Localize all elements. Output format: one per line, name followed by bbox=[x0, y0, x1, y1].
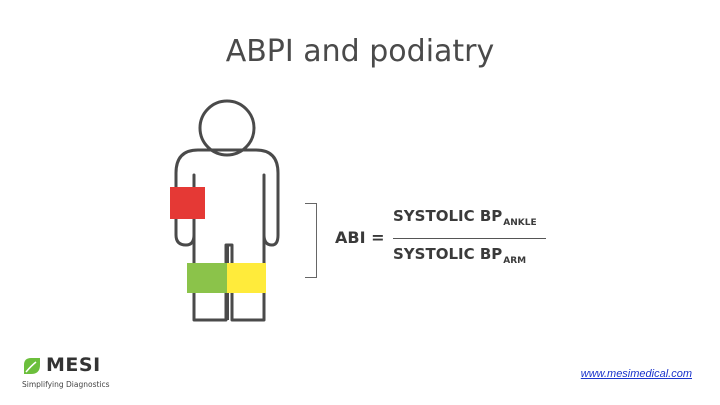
formula-numerator: SYSTOLIC BPANKLE bbox=[393, 207, 537, 228]
arm-cuff bbox=[170, 187, 205, 219]
abi-label: ABI = bbox=[335, 228, 385, 247]
figure-head bbox=[198, 99, 256, 157]
right-ankle-cuff bbox=[227, 263, 266, 293]
logo-tagline: Simplifying Diagnostics bbox=[22, 380, 110, 389]
numerator-subscript: ANKLE bbox=[503, 218, 537, 228]
logo-wordmark: MESI bbox=[46, 354, 101, 376]
denominator-text: SYSTOLIC BP bbox=[393, 245, 503, 263]
abi-formula: ABI = SYSTOLIC BPANKLE SYSTOLIC BPARM bbox=[335, 205, 555, 275]
formula-bracket bbox=[305, 203, 317, 278]
fraction-line bbox=[393, 238, 546, 239]
human-figure-diagram bbox=[170, 99, 280, 322]
slide-title: ABPI and podiatry bbox=[225, 34, 495, 69]
figure-body-outline bbox=[174, 148, 280, 322]
website-link[interactable]: www.mesimedical.com bbox=[580, 368, 692, 380]
left-ankle-cuff bbox=[187, 263, 227, 293]
formula-denominator: SYSTOLIC BPARM bbox=[393, 245, 527, 266]
denominator-subscript: ARM bbox=[503, 256, 527, 266]
leaf-icon bbox=[24, 358, 40, 374]
numerator-text: SYSTOLIC BP bbox=[393, 207, 503, 225]
